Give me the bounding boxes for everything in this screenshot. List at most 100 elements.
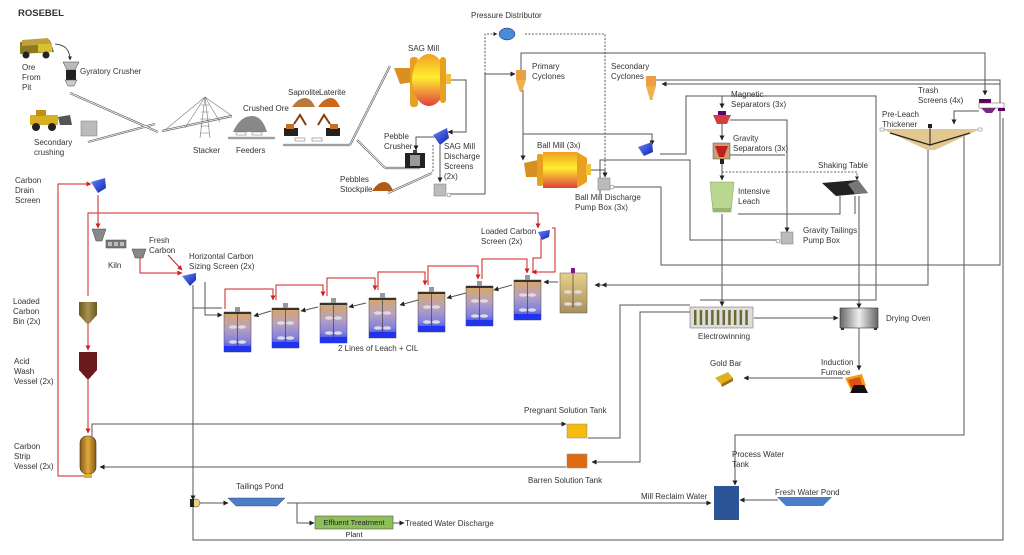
sag-mill-icon bbox=[394, 54, 451, 107]
dashed-lines bbox=[432, 32, 859, 181]
label-treated-water-discharge: Treated Water Discharge bbox=[405, 519, 494, 528]
stacker-icon bbox=[164, 96, 233, 139]
label-fresh-water-pond: Fresh Water Pond bbox=[775, 488, 840, 497]
label-carbon-strip-vessel: Carbon Strip Vessel (2x) bbox=[14, 442, 54, 471]
label-barren-solution-tank: Barren Solution Tank bbox=[528, 476, 603, 485]
carbon-cil-7 bbox=[532, 232, 542, 273]
gyratory-crusher-icon bbox=[62, 61, 80, 87]
trash-screen-icon bbox=[978, 99, 1005, 113]
cil-tank-icon bbox=[513, 275, 542, 321]
label-process-water-tank: Process Water Tank bbox=[732, 450, 785, 469]
label-induction-furnace: Induction Furnace bbox=[821, 358, 854, 377]
loaded-carbon-bin-icon bbox=[79, 302, 97, 325]
flow-hcss-to-tank1 bbox=[204, 282, 223, 318]
flow-secscreen-right bbox=[660, 95, 877, 301]
gravity-tailings-pump-box bbox=[780, 231, 794, 245]
carbon-drain-screen-icon bbox=[91, 178, 106, 193]
secondary-cyclone-icon bbox=[646, 76, 656, 100]
label-tailings-pond: Tailings Pond bbox=[236, 482, 284, 491]
crushed-ore-pile bbox=[233, 116, 267, 132]
flow-screen-to-pebble-crusher bbox=[413, 136, 435, 151]
truck-to-crusher-arrow bbox=[54, 43, 72, 61]
carbon-loaded-screen-return bbox=[531, 227, 556, 275]
flow-leach-2-1 bbox=[300, 306, 319, 313]
gold-bar-icon bbox=[715, 372, 733, 387]
carbon-cil-6 bbox=[481, 258, 530, 279]
label-magnetic-separators: Magnetic Separators (3x) bbox=[731, 90, 787, 109]
label-electrowinning: Electrowinning bbox=[698, 332, 751, 341]
flow-intensive-to-shaking bbox=[738, 196, 841, 215]
carbon-strip-to-drain bbox=[57, 181, 92, 477]
pre-leach-thickener-icon bbox=[879, 124, 983, 150]
electrowinning-icon bbox=[689, 306, 754, 329]
effluent-treatment-plant-box bbox=[314, 515, 394, 530]
kiln-icon bbox=[91, 228, 147, 259]
carbon-cil-3 bbox=[326, 277, 378, 296]
laterite-pile bbox=[318, 98, 340, 107]
barren-solution-tank-icon bbox=[566, 453, 588, 469]
sag-pump-box bbox=[433, 183, 447, 197]
secondary-crusher-box bbox=[80, 120, 98, 137]
pressure-distributor-icon bbox=[498, 27, 516, 41]
shaking-table-icon bbox=[822, 180, 868, 196]
label-crushed-ore: Crushed Ore bbox=[243, 104, 289, 113]
carbon-bin-line bbox=[87, 212, 541, 296]
label-loaded-carbon-bin: Loaded Carbon Bin (2x) bbox=[13, 297, 41, 326]
flow-to-magnetic bbox=[686, 95, 725, 109]
electrode-plate bbox=[716, 310, 720, 325]
flow-thickener-to-leach bbox=[594, 140, 929, 288]
fresh-water-pond-icon bbox=[777, 497, 832, 506]
tailings-pond-icon bbox=[227, 497, 286, 507]
carbon-cil-5 bbox=[427, 265, 481, 285]
carbon-cil-2 bbox=[275, 284, 326, 300]
carbon-kiln-to-hcss bbox=[139, 258, 183, 276]
flow-distributor-dashed bbox=[525, 33, 607, 178]
label-fresh-carbon: Fresh Carbon bbox=[149, 236, 176, 255]
flow-pumpbox-to-distributor bbox=[450, 71, 516, 195]
cil-tank-icon bbox=[417, 287, 446, 333]
carbon-strip-vessel-icon bbox=[79, 435, 97, 478]
label-laterite: Laterite bbox=[319, 88, 346, 97]
loader-icon bbox=[30, 110, 72, 131]
gravity-separator-icon bbox=[712, 142, 731, 164]
ball-mill-screen-icon bbox=[638, 142, 653, 156]
electrode-plate bbox=[705, 310, 708, 325]
flow-leach-5-4 bbox=[446, 292, 467, 300]
label-ball-mill: Ball Mill (3x) bbox=[537, 141, 581, 150]
cil-tank-icon bbox=[465, 281, 494, 327]
flow-leach-4-3 bbox=[399, 299, 419, 307]
label-secondary-crushing: Secondary crushing bbox=[34, 138, 73, 157]
flow-leach-6-5 bbox=[493, 284, 513, 292]
electrode-plate bbox=[699, 310, 703, 325]
label-stacker: Stacker bbox=[193, 146, 221, 155]
cil-tank-icon bbox=[223, 307, 252, 353]
ball-mill-pump-box bbox=[597, 177, 611, 191]
electrode-plate bbox=[745, 310, 748, 325]
cil-tank-icon bbox=[319, 298, 348, 344]
label-carbon-drain-screen: Carbon Drain Screen bbox=[15, 176, 42, 205]
pebble-crusher-icon bbox=[405, 150, 425, 168]
drying-oven-icon bbox=[839, 307, 879, 330]
label-gravity-tailings-pump-box: Gravity Tailings Pump Box bbox=[803, 226, 858, 245]
flow-thickener-right bbox=[732, 131, 965, 486]
label-loaded-carbon-screen: Loaded Carbon Screen (2x) bbox=[481, 227, 537, 246]
label-saprolite: Saprolite bbox=[288, 88, 320, 97]
ball-mill-icon bbox=[524, 152, 591, 188]
label-pregnant-solution-tank: Pregnant Solution Tank bbox=[524, 406, 607, 415]
flow-distributor-left-dashed bbox=[484, 32, 498, 74]
flow-cyclone-top-loop bbox=[520, 52, 988, 96]
label-drying-oven: Drying Oven bbox=[886, 314, 931, 323]
flow-pumpbox-to-gravity bbox=[612, 115, 1001, 266]
pebbles-stockpile-pile bbox=[372, 182, 393, 191]
carbon-lines bbox=[57, 181, 556, 477]
label-pebbles-stockpile: Pebbles Stockpile bbox=[340, 175, 373, 194]
label-mill-reclaim-water: Mill Reclaim Water bbox=[641, 492, 708, 501]
label-leach-cil: 2 Lines of Leach + CIL bbox=[338, 344, 419, 353]
carbon-cil-1 bbox=[224, 288, 276, 309]
saprolite-pile bbox=[292, 98, 315, 107]
flow-ew-to-pregnant bbox=[588, 304, 690, 439]
label-pre-leach-thickener: Pre-Leach Thickener bbox=[882, 110, 919, 129]
label-acid-wash-vessel: Acid Wash Vessel (2x) bbox=[14, 357, 54, 386]
electrode-plate bbox=[711, 310, 714, 325]
carbon-fresh-to-hcss bbox=[167, 254, 183, 271]
